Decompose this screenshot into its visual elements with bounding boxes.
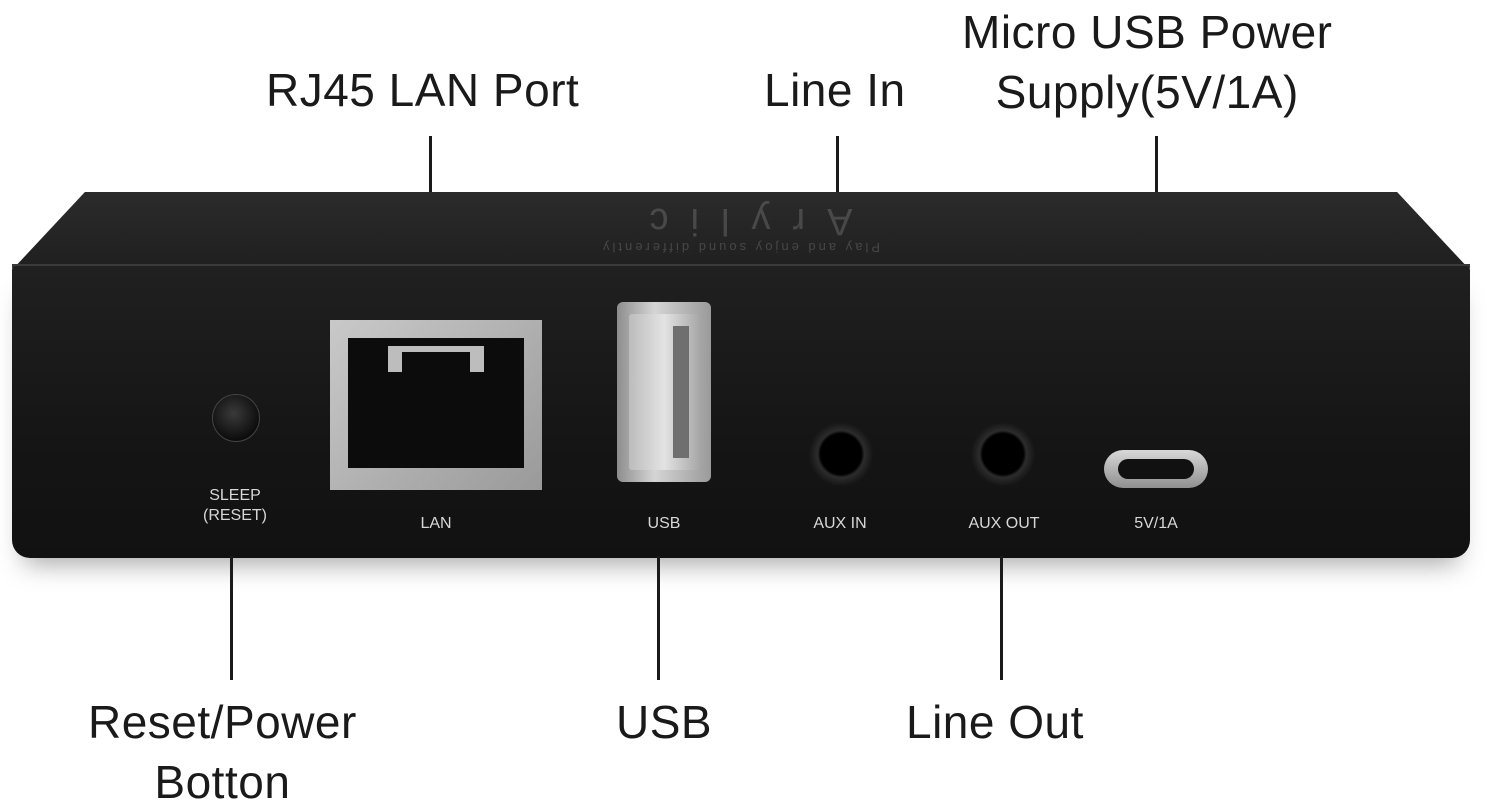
leader-line-reset — [230, 556, 233, 680]
reset-button — [212, 394, 260, 442]
port-label-usb: USB — [647, 515, 681, 532]
usb-port-tongue — [673, 326, 689, 458]
callout-reset-line1: Reset/Power — [88, 696, 357, 748]
brand-logo-text: Arylic — [627, 200, 853, 242]
callout-line-out: Line Out — [906, 692, 1084, 752]
port-label-sleep-line1: SLEEP — [209, 487, 261, 504]
lan-port-notch — [388, 346, 484, 372]
callout-micro-usb-power: Micro USB Power Supply(5V/1A) — [962, 2, 1332, 122]
callout-reset-line2: Botton — [154, 756, 291, 808]
port-label-aux-out: AUX OUT — [968, 515, 1040, 532]
aux-out-jack — [971, 422, 1035, 486]
leader-line-line-out — [1000, 556, 1003, 680]
device-brand-logo: Play and enjoy sound differently Arylic — [480, 200, 1000, 255]
callout-line-out-text: Line Out — [906, 696, 1084, 748]
lan-port — [330, 320, 542, 490]
micro-usb-port — [1104, 450, 1208, 488]
lan-port-socket — [348, 338, 524, 468]
device-top-surface — [12, 192, 1470, 270]
callout-reset-power-button: Reset/Power Botton — [88, 692, 357, 812]
leader-line-usb — [657, 556, 660, 680]
callout-usb: USB — [616, 692, 712, 752]
port-label-aux-in: AUX IN — [813, 515, 867, 532]
usb-port — [617, 302, 711, 482]
port-label-sleep: SLEEP (RESET) — [180, 486, 290, 526]
callout-line-in: Line In — [764, 60, 906, 120]
port-label-sleep-line2: (RESET) — [203, 507, 267, 524]
port-label-lan: LAN — [420, 515, 452, 532]
callout-usb-text: USB — [616, 696, 713, 748]
callout-rj45-lan-port: RJ45 LAN Port — [266, 60, 579, 120]
callout-micro-usb-line1: Micro USB Power — [962, 6, 1333, 58]
usb-port-socket — [629, 314, 699, 470]
aux-in-jack — [809, 422, 873, 486]
callout-micro-usb-line2: Supply(5V/1A) — [995, 66, 1299, 118]
callout-rj45-text: RJ45 LAN Port — [266, 64, 580, 116]
callout-line-in-text: Line In — [764, 64, 906, 116]
port-label-power: 5V/1A — [1134, 515, 1178, 532]
